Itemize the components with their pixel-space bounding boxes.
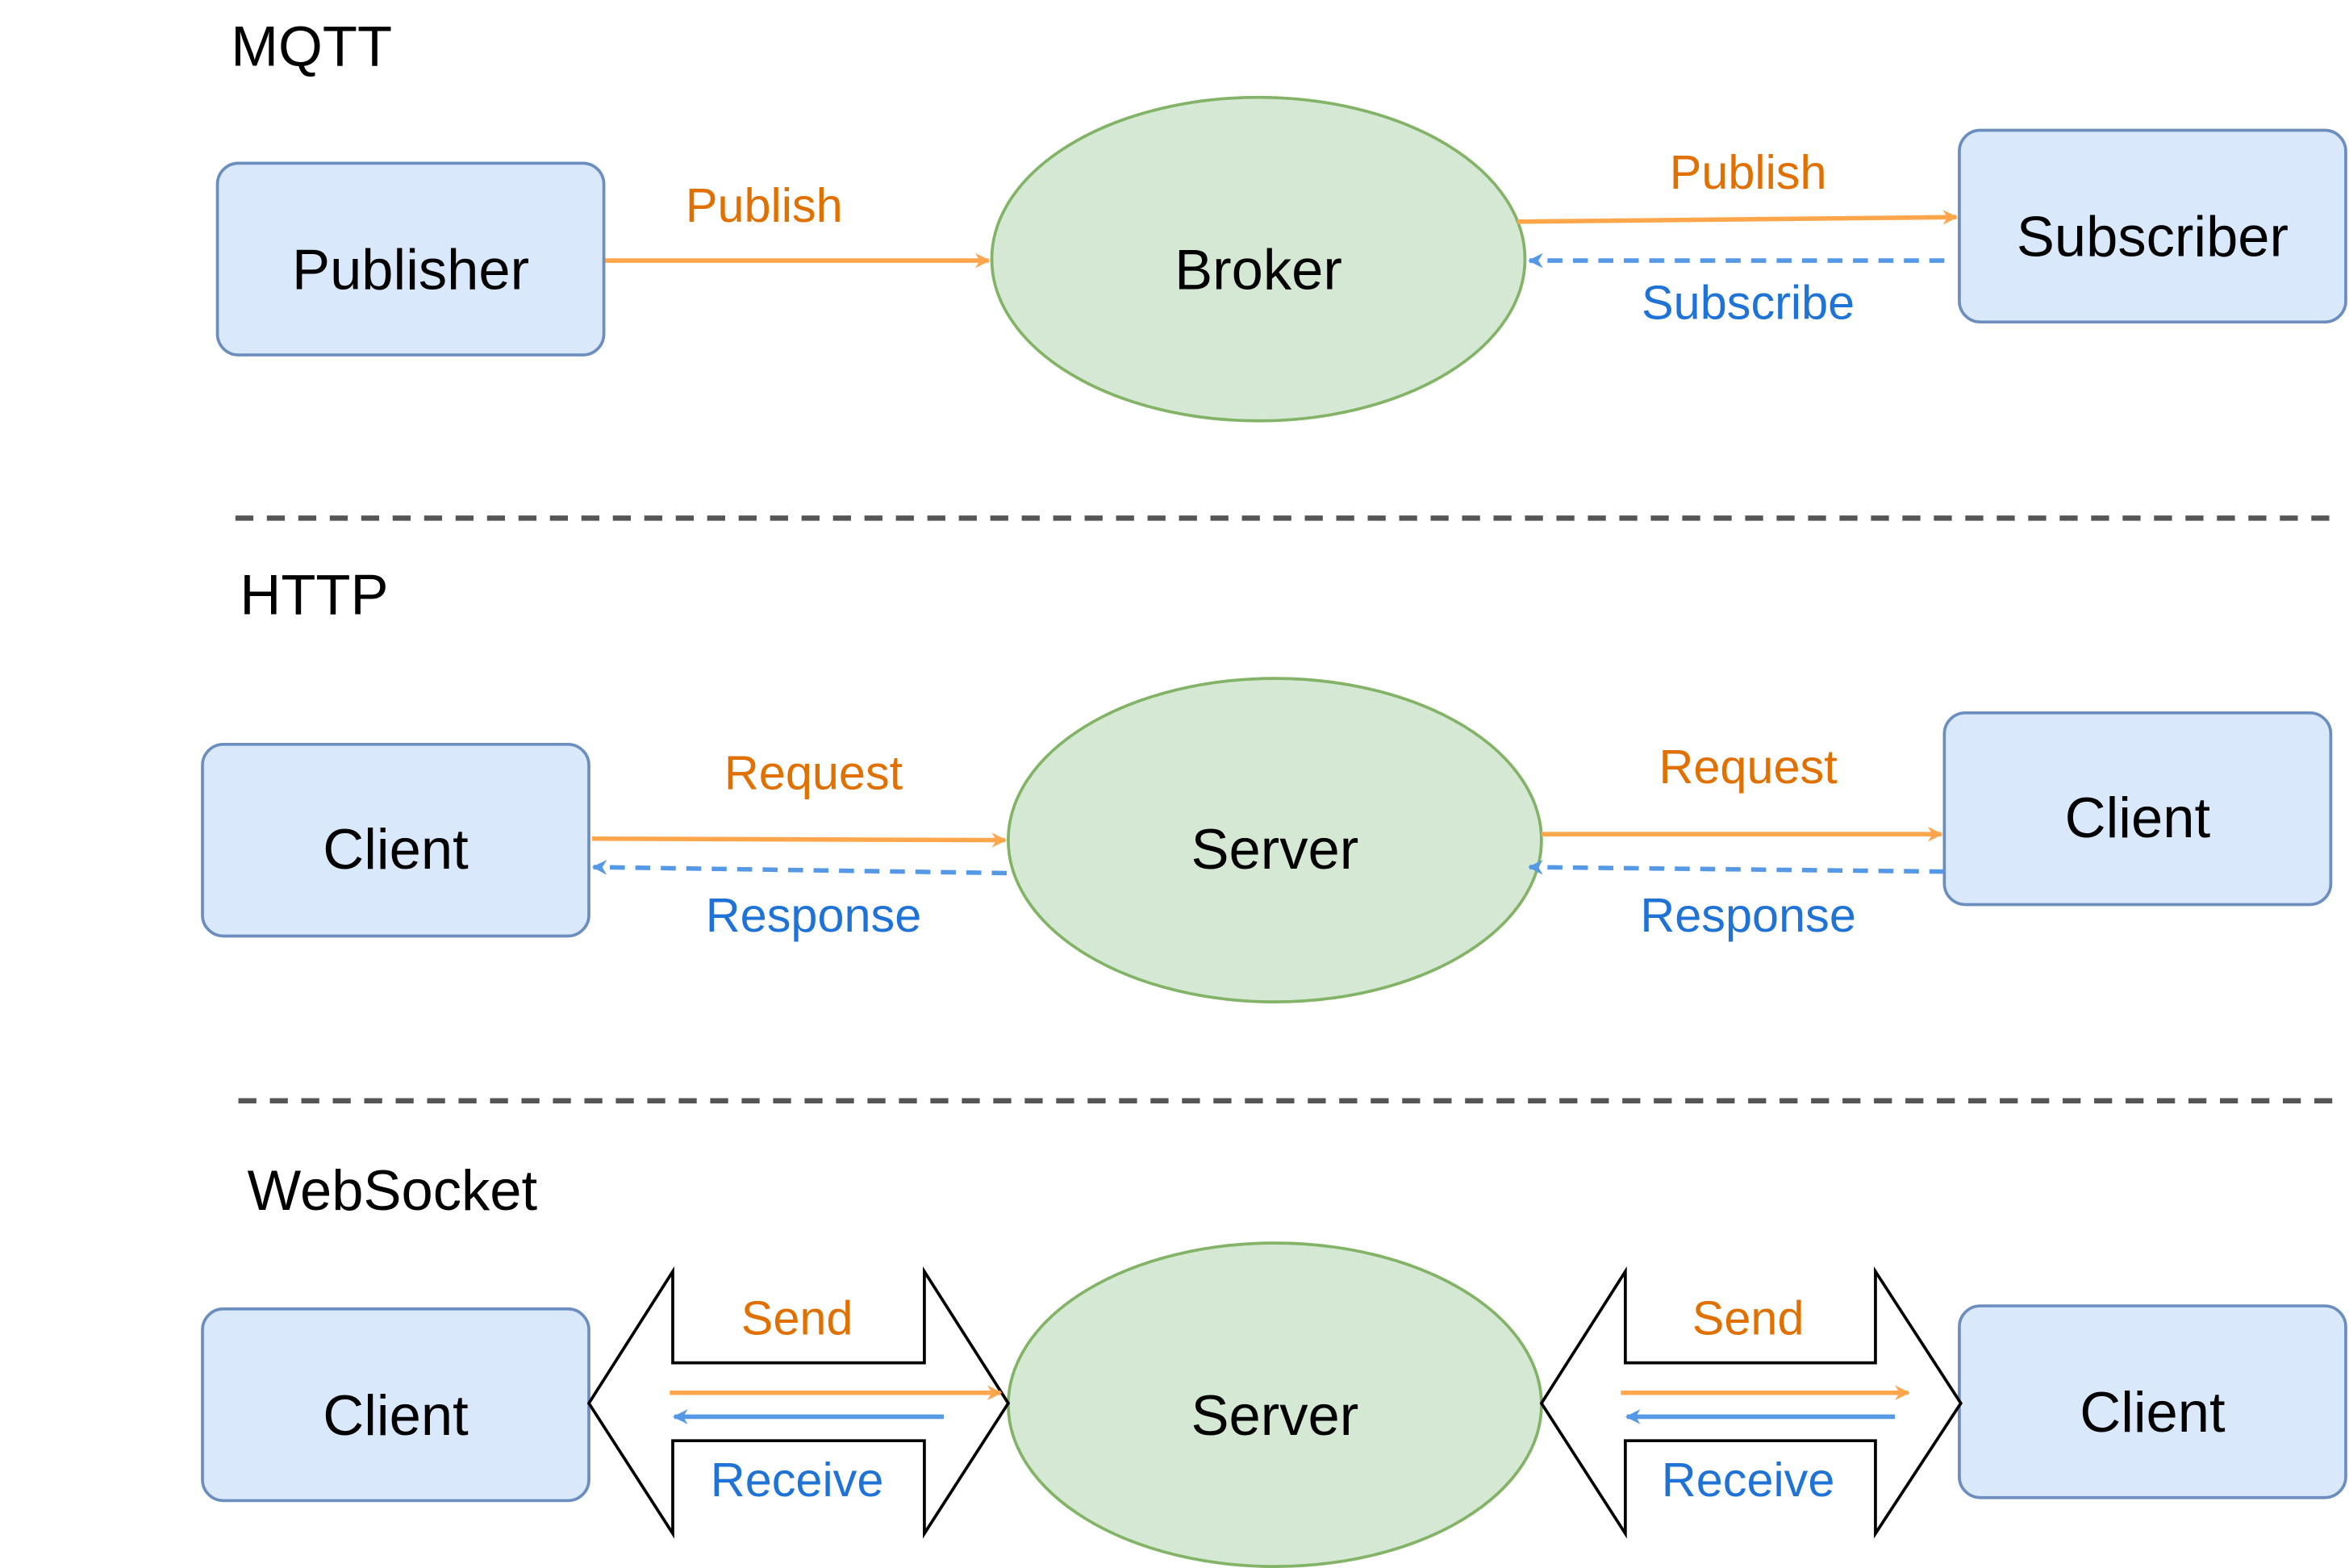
response-arrow-right [1528,859,1945,875]
response-label-left: Response [706,888,922,942]
publisher-label: Publisher [292,237,529,301]
request-label-right: Request [1658,740,1838,794]
request-label-left: Request [724,745,903,799]
ws-left-bidirectional-arrow [586,1266,1011,1539]
ws-server-label: Server [1191,1383,1359,1447]
http-section: HTTP Client Server Client Request Respon… [201,562,2333,1004]
websocket-title: WebSocket [248,1158,538,1222]
ws-send-label-left: Send [741,1291,853,1345]
http-server-label: Server [1191,817,1359,881]
publish-arrow-right [1517,210,1959,225]
ws-receive-label-left: Receive [711,1453,884,1507]
subscriber-label: Subscriber [2017,205,2289,269]
broker-label: Broker [1174,237,1342,301]
request-arrow-left [591,832,1008,848]
subscriber-box [1958,128,2347,324]
http-title: HTTP [240,562,388,626]
ws-right-bidirectional-arrow [1539,1266,1963,1539]
response-arrow-left [591,860,1008,876]
publish-label-left: Publish [686,178,843,232]
http-client-right-label: Client [2065,786,2211,849]
mqtt-title: MQTT [231,15,392,78]
http-client-left-label: Client [323,817,469,881]
ws-send-label-right: Send [1692,1291,1805,1345]
ws-receive-label-right: Receive [1662,1453,1835,1507]
http-client-left-box [201,742,590,938]
ws-client-right-label: Client [2080,1380,2226,1444]
broker-ellipse [990,95,1527,423]
mqtt-section: MQTT Publisher Broker Subscriber Publish… [215,15,2347,423]
publisher-box [215,161,606,357]
http-server-ellipse [1007,677,1543,1004]
response-label-right: Response [1640,888,1856,942]
ws-client-left-label: Client [323,1383,469,1447]
websocket-section: WebSocket Client Server Client Send Rece… [201,1158,2347,1568]
http-client-right-box [1942,711,2333,907]
subscribe-label: Subscribe [1642,275,1855,329]
publish-label-right: Publish [1670,145,1827,199]
